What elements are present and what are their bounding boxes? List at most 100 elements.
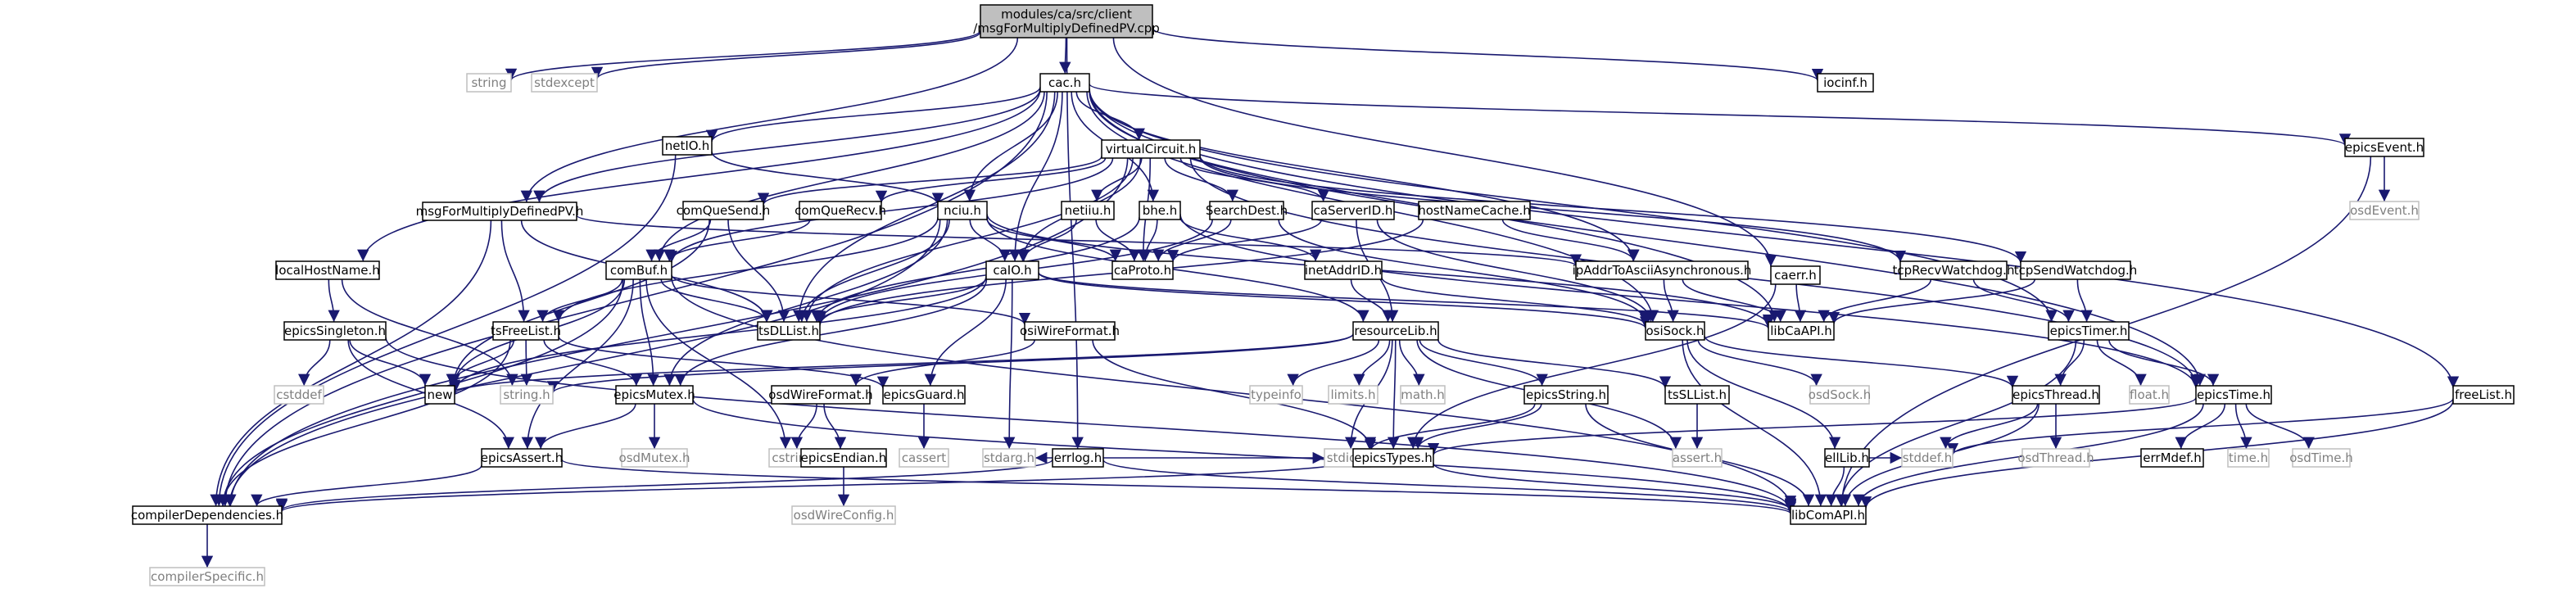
node-label: freeList.h	[2455, 387, 2512, 402]
edge-epicsmutex-to-libcomapi	[692, 398, 1796, 512]
node-hostnamecache[interactable]: hostNameCache.h	[1418, 201, 1531, 220]
node-tcprecv[interactable]: tcpRecvWatchdog.h	[1893, 260, 2015, 280]
node-caserverid[interactable]: caServerID.h	[1311, 201, 1395, 220]
node-box	[980, 4, 1153, 38]
root-node[interactable]: modules/ca/src/client/msgForMultiplyDefi…	[973, 4, 1160, 38]
node-epicsthread[interactable]: epicsThread.h	[2012, 385, 2100, 405]
node-caerr[interactable]: caerr.h	[1770, 265, 1821, 285]
node-timeh: time.h	[2227, 448, 2270, 468]
edge-errlog-to-libcomapi	[1102, 459, 1796, 514]
node-searchdest[interactable]: SearchDest.h	[1206, 201, 1288, 220]
node-errlog[interactable]: errlog.h	[1052, 448, 1104, 468]
node-inetaddrid[interactable]: inetAddrID.h	[1304, 260, 1383, 280]
edge-osdwireformat-to-epicsendian	[823, 403, 847, 450]
node-netio[interactable]: netIO.h	[662, 136, 713, 156]
edge-epicstimer-to-epicstime	[2108, 339, 2220, 387]
node-box	[2227, 448, 2270, 468]
node-comquerecv[interactable]: comQueRecv.h	[795, 201, 886, 220]
edge-resourcelib-to-epicsstring	[1419, 339, 1548, 387]
node-virtualcircuit[interactable]: virtualCircuit.h	[1101, 139, 1201, 159]
node-label: epicsString.h	[1526, 387, 1606, 402]
node-libcaapi[interactable]: libCaAPI.h	[1768, 321, 1835, 341]
edge-tcprecv-to-libcaapi	[1818, 278, 1932, 323]
node-box	[757, 321, 821, 341]
node-box	[1111, 260, 1174, 280]
edge-epicssingleton-to-new	[349, 339, 432, 387]
edge-comquesend-to-tsdllist	[727, 219, 790, 323]
node-osiwireformat[interactable]: osiWireFormat.h	[1020, 321, 1120, 341]
node-combuf[interactable]: comBuf.h	[605, 260, 672, 280]
edge-netiiu-to-caio	[1017, 219, 1077, 262]
node-caio[interactable]: caIO.h	[985, 260, 1039, 280]
edge-combuf-to-osiwireformat	[671, 274, 1030, 325]
node-box	[1139, 201, 1181, 220]
node-tsdllist[interactable]: tsDLList.h	[757, 321, 821, 341]
node-bhe[interactable]: bhe.h	[1139, 201, 1181, 220]
node-label: netiiu.h	[1065, 203, 1111, 218]
node-tsslist[interactable]: tsSLList.h	[1664, 385, 1730, 405]
node-osdwireformat[interactable]: osdWireFormat.h	[768, 385, 873, 405]
node-box	[937, 201, 988, 220]
node-box	[1645, 321, 1705, 341]
node-tcpsend[interactable]: tcpSendWatchdog.h	[2014, 260, 2138, 280]
node-netiiu[interactable]: netiiu.h	[1061, 201, 1115, 220]
node-localhostname[interactable]: localHostName.h	[275, 260, 380, 280]
node-epicssingleton[interactable]: epicsSingleton.h	[283, 321, 387, 341]
node-new[interactable]: new	[424, 385, 455, 405]
node-comquesend[interactable]: comQueSend.h	[677, 201, 771, 220]
node-nciu[interactable]: nciu.h	[937, 201, 988, 220]
node-epicsmutex[interactable]: epicsMutex.h	[613, 385, 695, 405]
node-tsfreelist[interactable]: tsFreeList.h	[491, 321, 561, 341]
node-label: float.h	[2130, 387, 2169, 402]
node-box	[1664, 385, 1730, 405]
node-box	[621, 448, 688, 468]
node-label: string.h	[503, 387, 550, 402]
node-box	[1101, 139, 1201, 159]
node-box	[662, 136, 713, 156]
node-resourcelib[interactable]: resourceLib.h	[1352, 321, 1439, 341]
node-epicstime[interactable]: epicsTime.h	[2195, 385, 2272, 405]
node-box	[422, 201, 577, 221]
node-libcomapi[interactable]: libComAPI.h	[1790, 505, 1867, 525]
node-osisock[interactable]: osiSock.h	[1645, 321, 1705, 341]
node-epicsevent[interactable]: epicsEvent.h	[2344, 138, 2424, 157]
node-epicstimer[interactable]: epicsTimer.h	[2048, 321, 2130, 341]
node-box	[1672, 448, 1723, 468]
node-elllib[interactable]: ellLib.h	[1824, 448, 1870, 468]
node-box	[2344, 138, 2424, 157]
node-epicsguard[interactable]: epicsGuard.h	[882, 385, 966, 405]
node-label: tsFreeList.h	[491, 324, 561, 338]
node-freelist[interactable]: freeList.h	[2452, 385, 2515, 405]
node-ipaddr[interactable]: ipAddrToAsciiAsynchronous.h	[1573, 260, 1752, 280]
edge-osisock-to-elllib	[1686, 339, 1841, 450]
node-box	[1311, 201, 1395, 220]
edge-osiwireformat-to-epicstypes	[1092, 339, 1377, 450]
node-msgmdpv[interactable]: msgForMultiplyDefinedPV.h	[416, 201, 584, 221]
node-caproto[interactable]: caProto.h	[1111, 260, 1174, 280]
node-label: osdMutex.h	[619, 450, 690, 465]
node-typeinfo: typeinfo	[1249, 385, 1303, 405]
node-iocinf[interactable]: iocinf.h	[1817, 73, 1874, 93]
node-label: caIO.h	[993, 263, 1031, 278]
node-osdsock: osdSock.h	[1809, 385, 1871, 405]
edge-resourcelib-to-typeinfo	[1287, 339, 1380, 387]
node-label: errMdef.h	[2143, 450, 2201, 465]
node-compilerdeps[interactable]: compilerDependencies.h	[131, 505, 283, 525]
node-box	[500, 385, 554, 405]
edge-caerr-to-epicstypes	[1407, 283, 1777, 450]
node-epicsstring[interactable]: epicsString.h	[1523, 385, 1609, 405]
edge-epicsassert-to-compilerdeps	[251, 464, 482, 507]
node-label: msgForMultiplyDefinedPV.h	[416, 204, 584, 219]
node-epicsendian[interactable]: epicsEndian.h	[800, 448, 887, 468]
node-epicstypes[interactable]: epicsTypes.h	[1352, 448, 1434, 468]
node-stddef: stddef.h	[1901, 448, 1954, 468]
node-box	[1824, 448, 1870, 468]
node-label: epicsThread.h	[2012, 387, 2099, 402]
node-label: compilerSpecific.h	[151, 569, 264, 584]
node-errmdef[interactable]: errMdef.h	[2140, 448, 2204, 468]
node-box	[1400, 385, 1446, 405]
node-cac[interactable]: cac.h	[1039, 73, 1090, 93]
node-box	[2012, 385, 2100, 405]
node-epicsassert[interactable]: epicsAssert.h	[481, 448, 563, 468]
